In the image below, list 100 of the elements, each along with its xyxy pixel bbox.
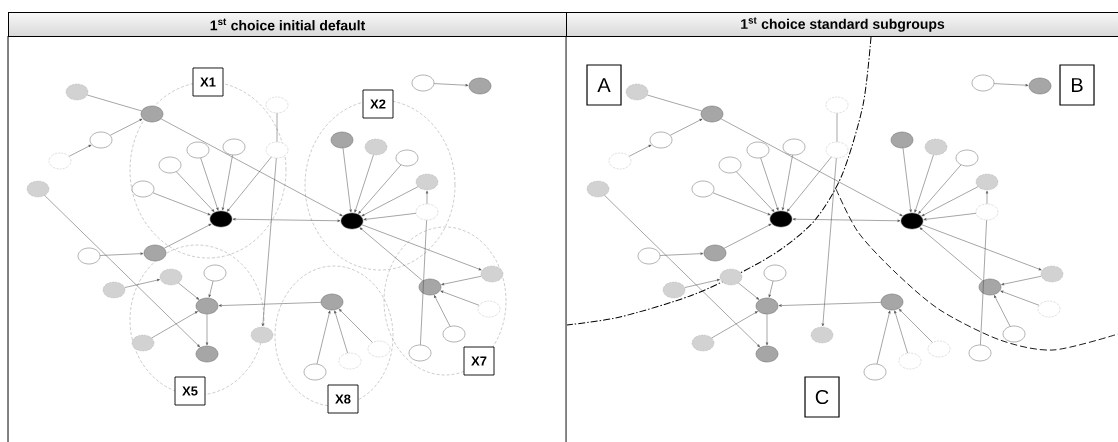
arrow (359, 227, 423, 281)
graph-node (900, 212, 924, 230)
graph-node (691, 334, 715, 352)
arrow (894, 310, 908, 354)
arrow (629, 144, 652, 157)
arrow (994, 295, 1011, 327)
graph-node (265, 96, 289, 114)
arrow (441, 276, 482, 286)
graph-node (265, 141, 289, 159)
graph-node (48, 152, 72, 170)
graph-node (338, 352, 362, 370)
graph-node (586, 180, 610, 198)
graph-node (718, 156, 742, 174)
graph-node (131, 180, 155, 198)
arrow (1001, 276, 1042, 286)
arrow (100, 252, 144, 256)
graph-node (195, 345, 219, 363)
graph-node (222, 138, 246, 156)
graph-node (65, 83, 89, 101)
arrow (760, 157, 779, 211)
arrow (736, 171, 775, 212)
graph-node (691, 180, 715, 198)
graph-node (971, 74, 995, 92)
arrow (994, 83, 1029, 87)
arrow (334, 310, 348, 354)
arrow (226, 156, 272, 212)
arrow (124, 279, 160, 288)
graph-node (143, 244, 167, 262)
arrow (152, 192, 211, 216)
graph-node (746, 141, 770, 159)
graph-node (195, 297, 219, 315)
graph-node (203, 264, 227, 282)
graph-node (763, 264, 787, 282)
arrow (178, 282, 200, 300)
arrow (358, 164, 402, 214)
arrow (363, 213, 417, 221)
arrow (261, 158, 277, 327)
arrow (712, 192, 771, 216)
graph-node (924, 138, 948, 156)
arrow (434, 295, 451, 327)
arrow (354, 154, 374, 213)
graph-node (608, 152, 632, 170)
graph-node (408, 344, 432, 362)
arrow (914, 154, 934, 213)
graph-node (477, 300, 501, 318)
arrow (176, 171, 215, 212)
graph-node (102, 281, 126, 299)
region-label: A (586, 64, 622, 106)
arrow (781, 154, 793, 211)
arrow (723, 223, 772, 249)
arrow (898, 308, 933, 343)
graph-node (978, 278, 1002, 296)
arrow (604, 195, 760, 348)
arrow (792, 218, 901, 222)
region-label: B (1059, 64, 1095, 106)
graph-node (411, 74, 435, 92)
arrow (778, 302, 881, 307)
arrow (919, 227, 983, 281)
graph-node (1002, 325, 1026, 343)
graph-node (782, 138, 806, 156)
arrow (1000, 290, 1040, 306)
graph-node (131, 334, 155, 352)
graph-node (320, 293, 344, 311)
graph-node (755, 345, 779, 363)
graph-node (364, 138, 388, 156)
graph-node (89, 131, 113, 149)
arrow (786, 156, 832, 212)
arrow (338, 308, 373, 343)
arrow (768, 280, 774, 298)
graph-node (418, 278, 442, 296)
arrow (151, 311, 198, 339)
graph-node (975, 203, 999, 221)
arrow (342, 147, 352, 213)
region-label: C (804, 376, 840, 418)
arrow (316, 310, 331, 365)
graph-node (955, 149, 979, 167)
arrow (738, 282, 760, 300)
arrow (985, 190, 989, 204)
graph-node (890, 131, 914, 149)
graph-node (863, 363, 887, 381)
graph-node (637, 247, 661, 265)
graph-node (703, 244, 727, 262)
graph-node (77, 247, 101, 265)
graph-node (140, 105, 164, 123)
graph-node (480, 265, 504, 283)
arrow (434, 83, 469, 87)
graph-node (468, 77, 492, 95)
graph-node (662, 281, 686, 299)
graph-node (825, 96, 849, 114)
arrow (361, 186, 419, 217)
arrow (684, 279, 720, 288)
arrow (425, 190, 429, 204)
graph-node (415, 203, 439, 221)
arrow (720, 118, 903, 217)
graph-node (395, 149, 419, 167)
graph-node (880, 293, 904, 311)
graph-node (898, 352, 922, 370)
arrow (218, 302, 321, 307)
arrow (69, 144, 92, 157)
arrow (902, 147, 912, 213)
